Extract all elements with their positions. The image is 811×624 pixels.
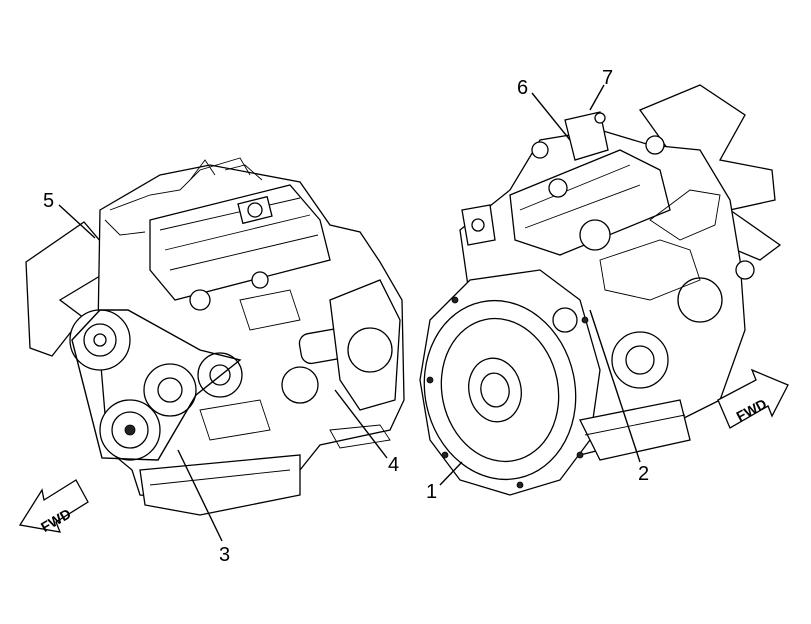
- callout-7: 7: [602, 67, 613, 89]
- callout-6: 6: [517, 77, 528, 99]
- leader-lines: [58, 84, 641, 542]
- callout-3: 3: [219, 544, 230, 566]
- callout-1: 1: [426, 481, 437, 503]
- fwd-arrow-right: FWD: [717, 368, 789, 429]
- leader-1: [439, 461, 463, 486]
- callouts: 1 2 3 4 5 6 7: [43, 67, 649, 566]
- callout-5: 5: [43, 190, 54, 212]
- leader-4: [334, 389, 388, 459]
- callout-4: 4: [388, 454, 399, 476]
- right-engine: [419, 84, 782, 496]
- leader-2: [589, 309, 641, 463]
- leader-7: [589, 84, 605, 111]
- left-engine: [25, 157, 405, 516]
- leader-3: [177, 449, 223, 542]
- leader-6: [531, 92, 571, 141]
- fwd-arrow-left: FWD: [18, 479, 89, 535]
- callout-2: 2: [638, 463, 649, 485]
- oil-pan-left: [139, 454, 301, 516]
- leader-5: [58, 204, 96, 239]
